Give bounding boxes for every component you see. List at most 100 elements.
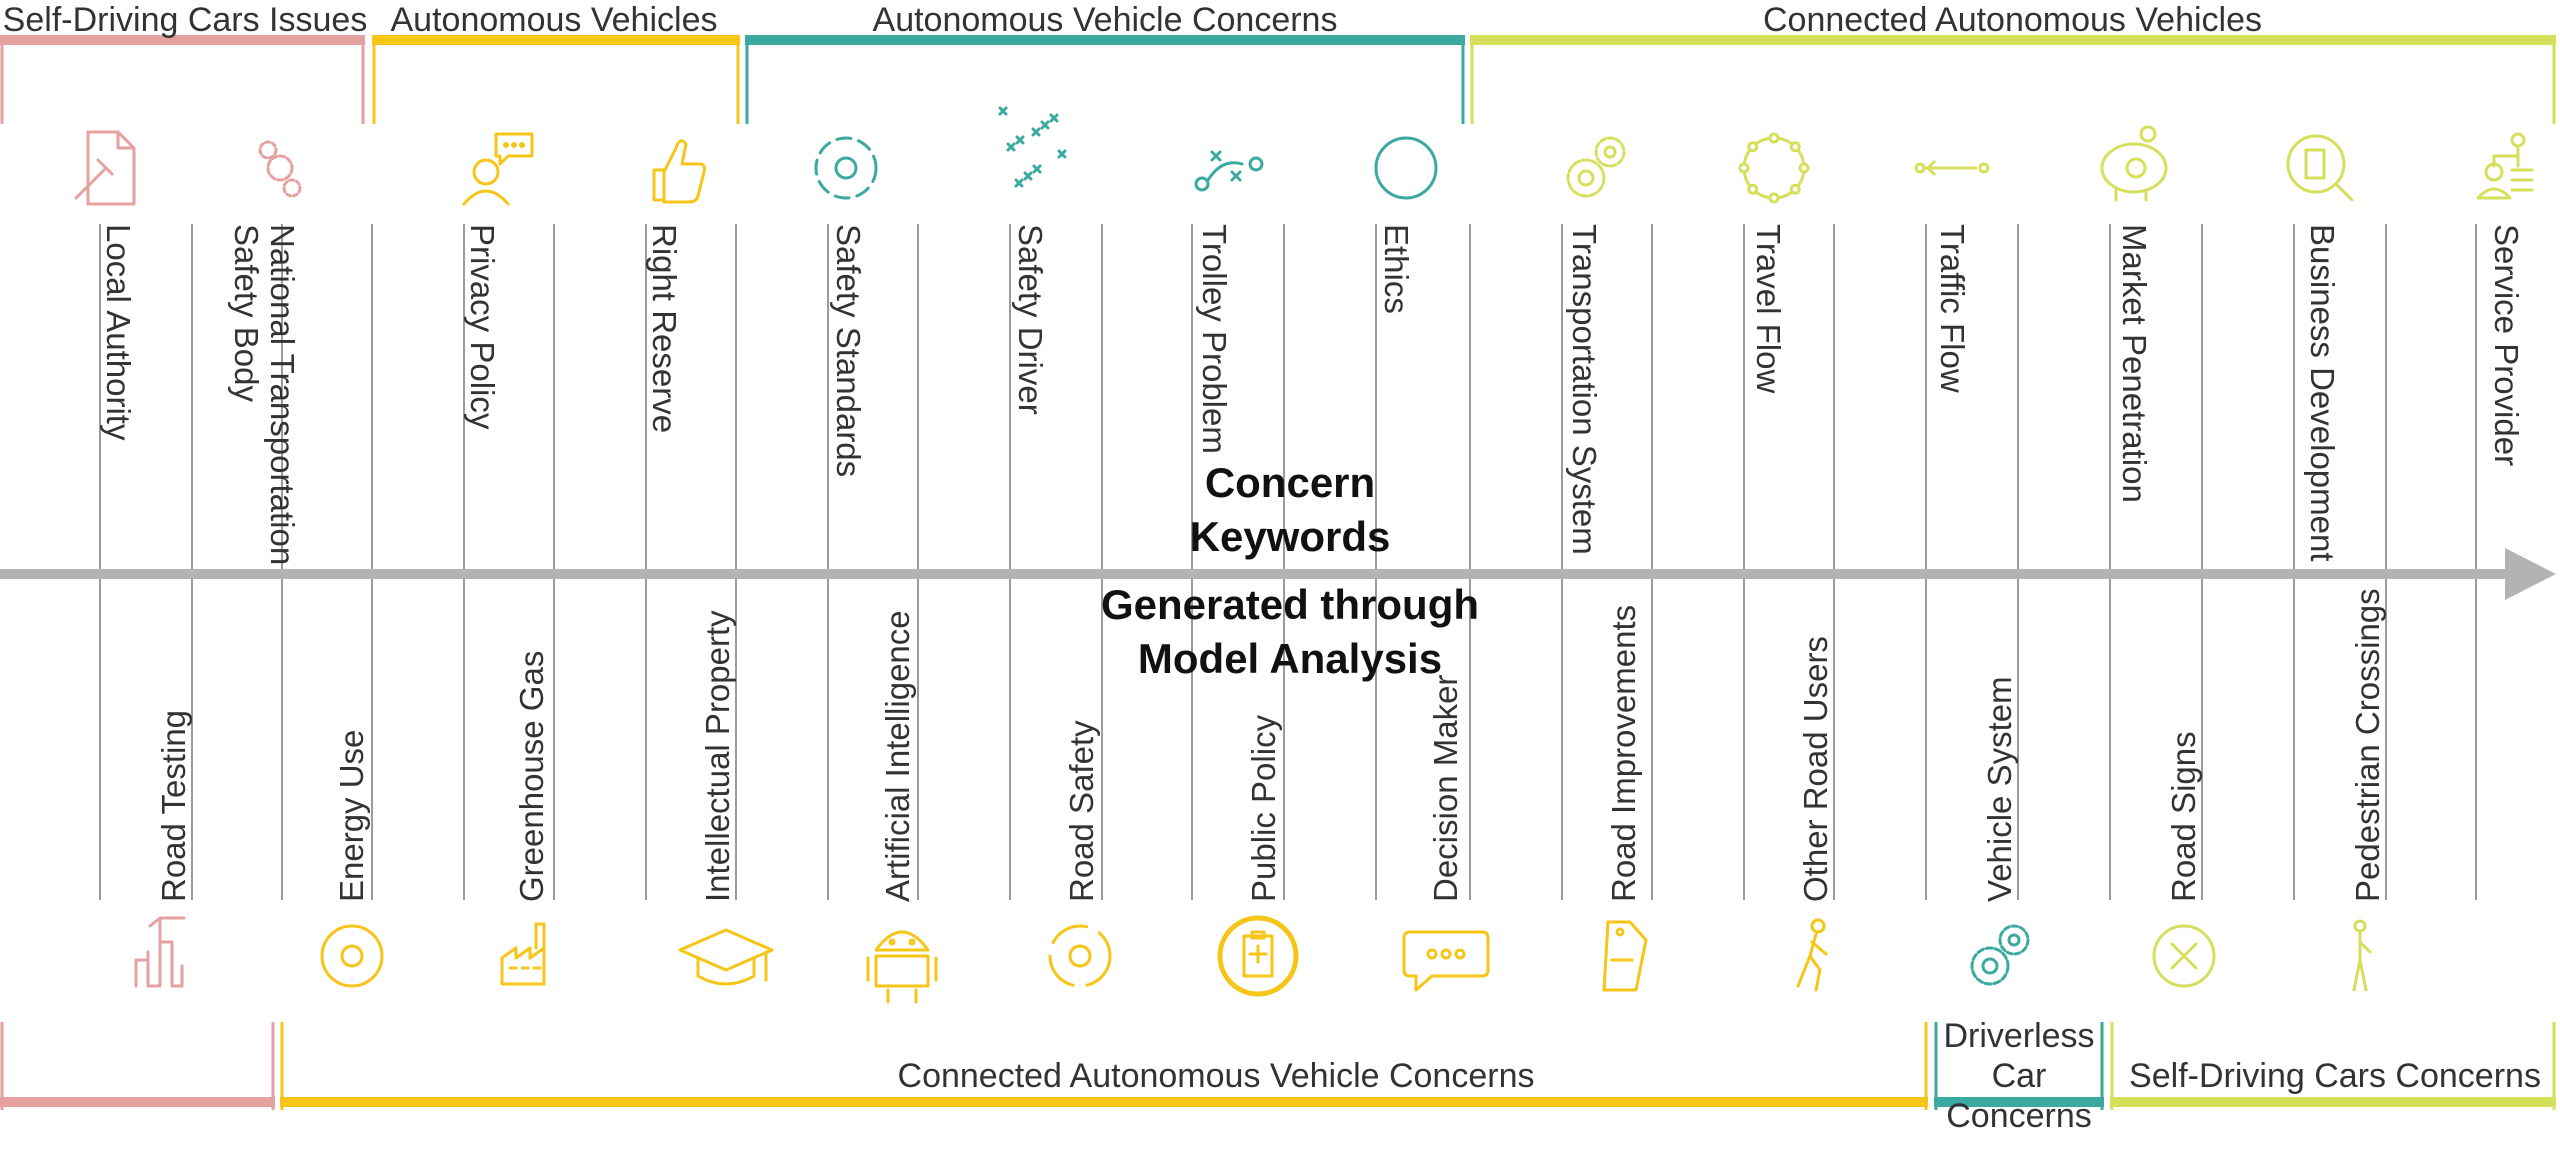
ring-dots-icon-part: [1789, 141, 1801, 153]
piggy-bank-icon-part: [2100, 142, 2168, 194]
top-bracket-yellow: [372, 35, 740, 124]
x-circle-icon-part: [2152, 924, 2216, 988]
top-bracket-pink: [0, 35, 365, 124]
org-person-icon: [2476, 132, 2534, 200]
scattered-arrows-icon-part: [1015, 135, 1025, 145]
top-group-label-autonomous-vehicles: Autonomous Vehicles: [390, 1, 718, 39]
bottom-keyword-public-policy: Public Policy: [1245, 714, 1282, 902]
scattered-arrows-icon-part: [998, 106, 1008, 116]
price-tag-icon-part: [1602, 920, 1648, 992]
top-keyword-ethics: Ethics: [1378, 224, 1415, 314]
top-keyword-service-provider: Service Provider: [2488, 224, 2525, 467]
ring-dots-icon-part: [1768, 192, 1780, 204]
pedestrian-icon: [1796, 918, 1828, 992]
gears-icon-part: [1603, 145, 1617, 159]
play-diagram-icon: [1194, 150, 1264, 192]
ring-dots-icon-part: [1798, 162, 1810, 174]
top-keyword-privacy-policy: Privacy Policy: [464, 224, 501, 430]
bottom-keyword-road-testing: Road Testing: [155, 709, 192, 902]
person-speech-icon-part: [472, 158, 500, 186]
graduation-cap-icon-part: [696, 956, 756, 986]
top-keyword-trolley-problem: Trolley Problem: [1196, 224, 1233, 454]
android-icon-part: [888, 938, 896, 946]
top-group-label-self-driving-cars-issues: Self-Driving Cars Issues: [2, 1, 368, 39]
clipboard-circle-icon-part: [1250, 930, 1266, 940]
bottom-keyword-road-safety: Road Safety: [1063, 720, 1100, 902]
arrow-link-icon: [1914, 160, 1990, 176]
pedestrian-icon-part: [1796, 932, 1828, 992]
top-keyword-national-transportation-safety-body: National Transportation Safety Body: [228, 224, 301, 566]
walker-icon-part: [2353, 919, 2367, 933]
play-diagram-icon-part: [1230, 170, 1242, 182]
scattered-arrows-icon-part: [1023, 171, 1033, 181]
top-keyword-safety-standards: Safety Standards: [830, 224, 867, 478]
x-circle-icon-part: [2170, 942, 2198, 970]
broken-ring-icon-part: [1048, 924, 1112, 988]
coin-circle-icon-part: [340, 944, 364, 968]
ring-dots-icon-part: [1747, 141, 1759, 153]
city-crane-icon-part: [134, 940, 184, 988]
bottom-group-label-connected-av-concerns: Connected Autonomous Vehicle Concerns: [897, 1057, 1535, 1095]
center-title: Concern Keywords Generated through Model…: [1090, 456, 1490, 686]
price-tag-icon-part: [1615, 927, 1625, 937]
top-group-label-autonomous-vehicle-concerns: Autonomous Vehicle Concerns: [872, 1, 1338, 39]
person-speech-icon-part: [462, 189, 510, 206]
chat-bubble-icon: [1402, 930, 1490, 992]
piggy-bank-icon: [2100, 125, 2168, 202]
gears-icon: [1970, 924, 2030, 986]
walker-icon: [2352, 919, 2372, 992]
gear-cluster-icon-part: [282, 178, 302, 198]
android-icon: [866, 930, 938, 1004]
person-speech-icon-part: [519, 142, 525, 148]
top-keyword-traffic-flow: Traffic Flow: [1934, 224, 1971, 393]
bottom-keyword-intellectual-property: Intellectual Property: [699, 610, 736, 902]
circle-icon-part: [1374, 136, 1438, 200]
gear-cluster-icon-part: [258, 140, 278, 160]
piggy-bank-icon-part: [2114, 188, 2148, 202]
factory-icon-part: [534, 922, 546, 950]
gears-icon: [1566, 136, 1626, 198]
play-diagram-icon-part: [1248, 156, 1264, 172]
clipboard-circle-icon-part: [1248, 944, 1268, 964]
top-keyword-right-reserve: Right Reserve: [646, 224, 683, 434]
scattered-arrows-icon-part: [1031, 127, 1041, 137]
bottom-keyword-greenhouse-gas: Greenhouse Gas: [513, 650, 550, 902]
chat-bubble-icon-part: [1454, 948, 1466, 960]
org-person-icon-part: [2484, 162, 2504, 182]
top-keyword-transportation-system: Transportation System: [1566, 224, 1603, 555]
axis-arrowhead: [2505, 548, 2556, 600]
city-crane-icon-part: [148, 916, 186, 948]
bottom-bracket-yellow: [280, 1022, 1928, 1110]
top-group-label-connected-autonomous-vehicles: Connected Autonomous Vehicles: [1762, 1, 2262, 39]
org-person-icon-part: [2510, 132, 2526, 148]
clipboard-circle-icon: [1217, 915, 1299, 997]
arrow-link-icon-part: [1926, 160, 1936, 176]
play-diagram-icon-part: [1210, 150, 1222, 162]
piggy-bank-icon-part: [2125, 157, 2147, 179]
search-door-icon-part: [2286, 134, 2346, 194]
ring-dots-icon-part: [1738, 162, 1750, 174]
broken-ring-icon-part: [1068, 944, 1092, 968]
price-tag-icon: [1602, 920, 1648, 992]
person-speech-icon-part: [511, 142, 517, 148]
scattered-arrows-icon: [998, 106, 1067, 188]
gears-icon-part: [1594, 136, 1626, 168]
dashed-circle-icon-part: [834, 156, 858, 180]
top-keyword-safety-driver: Safety Driver: [1012, 224, 1049, 415]
android-icon-part: [874, 930, 930, 952]
bottom-keyword-vehicle-system: Vehicle System: [1981, 676, 2018, 902]
coin-circle-icon-part: [320, 924, 384, 988]
bottom-bracket-teal: [1934, 1022, 2104, 1110]
top-keyword-market-penetration: Market Penetration: [2116, 224, 2153, 503]
bottom-group-label-self-driving-cars-concerns: Self-Driving Cars Concerns: [2129, 1057, 2541, 1095]
thumbs-up-icon-part: [662, 139, 706, 204]
gear-cluster-icon-part: [266, 154, 294, 182]
dashed-circle-icon-part: [814, 136, 878, 200]
android-icon-part: [866, 956, 938, 1004]
circle-icon: [1374, 136, 1438, 200]
gears-icon-part: [1566, 158, 1606, 198]
org-person-icon-part: [2492, 144, 2520, 168]
org-person-icon-part: [2476, 187, 2512, 200]
gears-icon-part: [1981, 957, 1999, 975]
